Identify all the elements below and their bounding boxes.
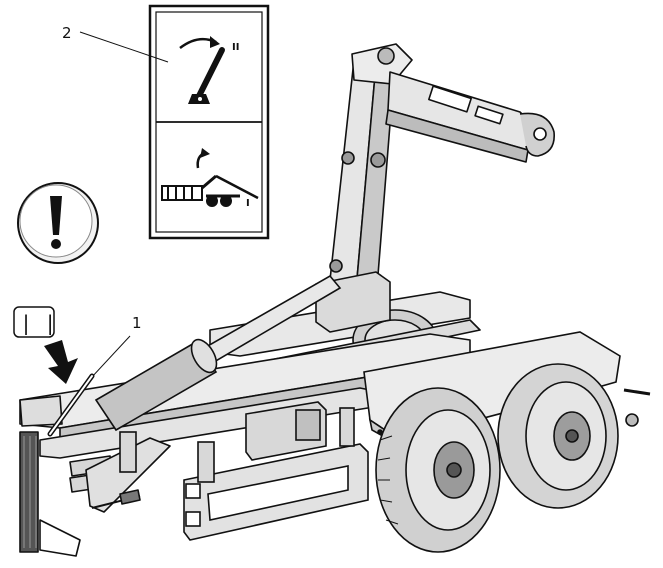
tire-front bbox=[375, 387, 501, 553]
front-support-legs bbox=[119, 407, 355, 483]
instruction-sticker: II I bbox=[148, 4, 270, 240]
callout-label-2: 2 bbox=[62, 24, 72, 42]
position-badge: | | bbox=[13, 306, 56, 338]
control-lever bbox=[47, 373, 95, 437]
lever-position-ii-icon: II bbox=[179, 36, 239, 104]
lever-position-i-icon: I bbox=[161, 148, 259, 209]
rear-bumper bbox=[183, 401, 369, 541]
callout-2: 2 bbox=[62, 24, 169, 63]
hydraulic-cylinder bbox=[94, 274, 342, 432]
tire-rear bbox=[497, 363, 619, 509]
exclamation-warning-icon bbox=[17, 182, 99, 264]
callout-label-1: 1 bbox=[132, 314, 142, 332]
position-badge-label: | | bbox=[20, 311, 56, 335]
hook-arm bbox=[315, 43, 555, 333]
sticker-top-mark: II bbox=[232, 42, 239, 53]
pointing-arrow-icon bbox=[44, 340, 78, 384]
sticker-bottom-mark: I bbox=[246, 198, 250, 209]
